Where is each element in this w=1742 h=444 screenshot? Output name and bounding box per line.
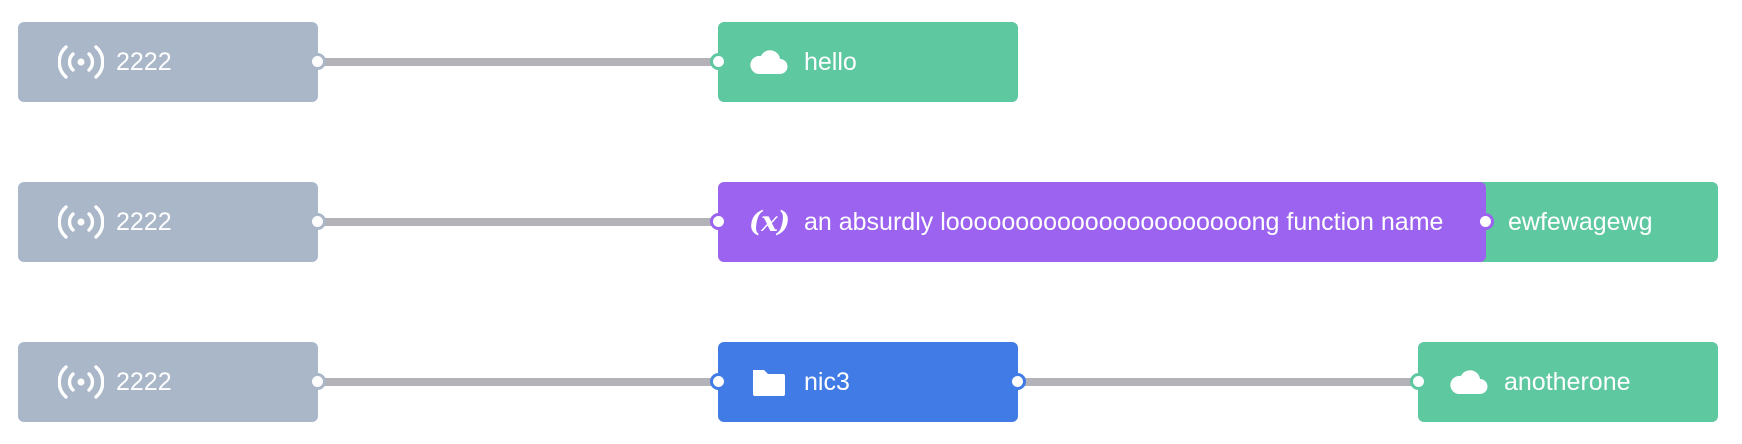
webhook-node[interactable]: ewfewagewg	[1450, 182, 1718, 262]
broadcast-icon	[58, 42, 104, 82]
output-port[interactable]	[1477, 213, 1494, 230]
flow-row-1: 2222 hello	[0, 22, 1742, 102]
broadcast-icon	[58, 202, 104, 242]
input-port[interactable]	[1410, 373, 1427, 390]
connection-wire[interactable]	[318, 378, 718, 386]
connection-wire[interactable]	[318, 218, 718, 226]
function-label: an absurdly loooooooooooooooooooooong fu…	[804, 207, 1444, 236]
trigger-label: 2222	[116, 207, 172, 236]
output-port[interactable]	[309, 53, 326, 70]
input-port[interactable]	[710, 213, 727, 230]
webhook-label: hello	[804, 47, 857, 76]
connection-wire[interactable]	[1018, 378, 1418, 386]
cloud-icon	[746, 42, 792, 82]
webhook-label: ewfewagewg	[1508, 207, 1653, 236]
folder-label: nic3	[804, 367, 850, 396]
output-port[interactable]	[309, 373, 326, 390]
input-port[interactable]	[710, 53, 727, 70]
cloud-icon	[1446, 362, 1492, 402]
trigger-node[interactable]: 2222	[18, 22, 326, 102]
folder-icon	[746, 362, 792, 402]
webhook-node[interactable]: anotherone	[1410, 342, 1718, 422]
flow-row-2: 2222 ewfewagewg (x) an absurdly looooooo…	[0, 182, 1742, 262]
connection-wire[interactable]	[318, 58, 718, 66]
input-port[interactable]	[710, 373, 727, 390]
broadcast-icon	[58, 362, 104, 402]
trigger-node[interactable]: 2222	[18, 182, 326, 262]
output-port[interactable]	[1009, 373, 1026, 390]
webhook-node[interactable]: hello	[710, 22, 1018, 102]
trigger-node[interactable]: 2222	[18, 342, 326, 422]
flow-row-3: 2222 nic3 anotherone	[0, 342, 1742, 422]
function-node[interactable]: (x) an absurdly loooooooooooooooooooooon…	[710, 182, 1494, 262]
webhook-label: anotherone	[1504, 367, 1631, 396]
trigger-label: 2222	[116, 47, 172, 76]
trigger-label: 2222	[116, 367, 172, 396]
function-x-icon: (x)	[748, 205, 790, 238]
output-port[interactable]	[309, 213, 326, 230]
folder-node[interactable]: nic3	[710, 342, 1026, 422]
